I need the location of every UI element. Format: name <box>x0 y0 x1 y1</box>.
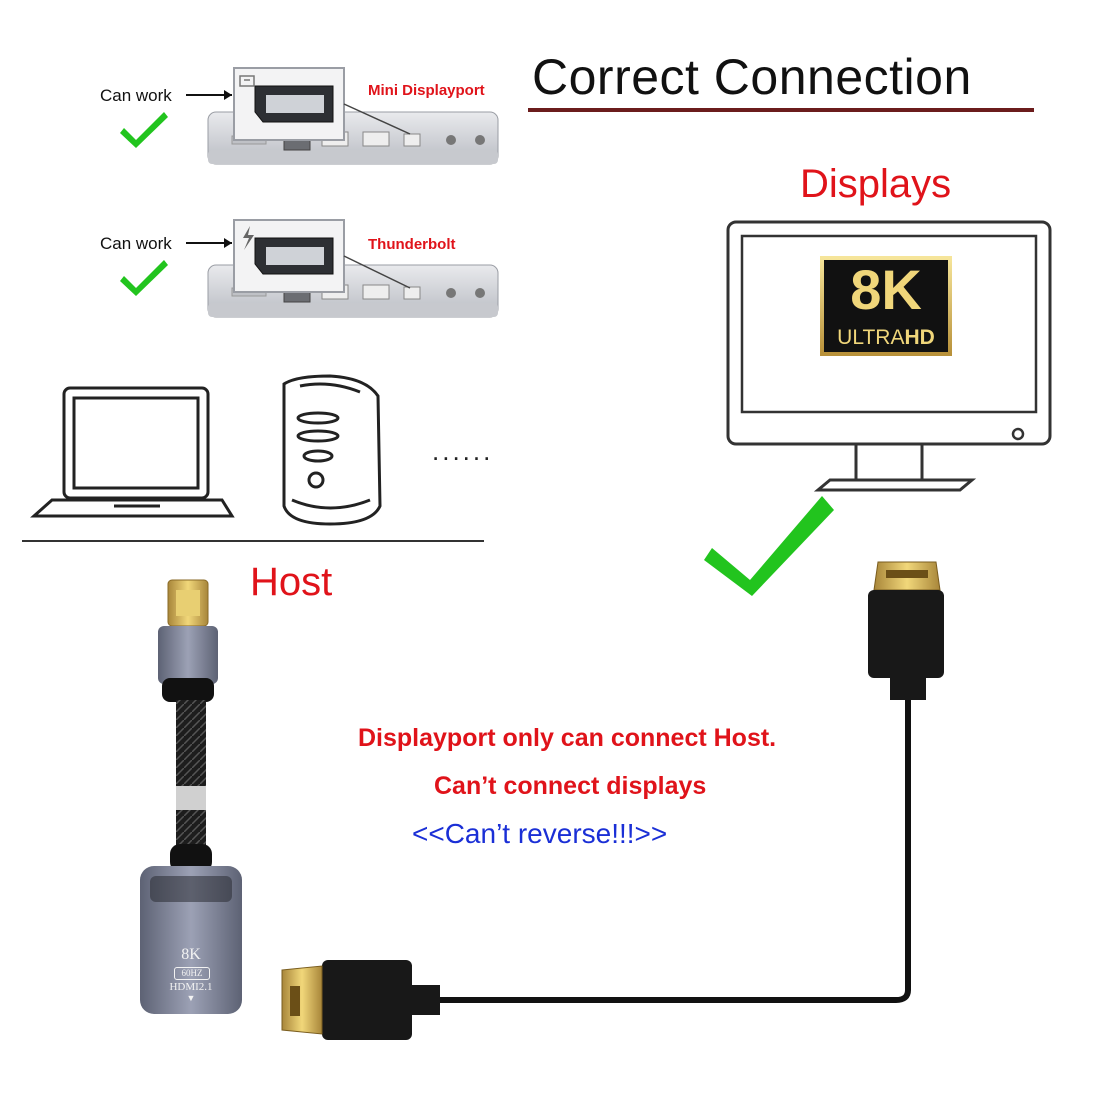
checkmark-icon <box>704 496 834 596</box>
laptop-icon <box>30 386 235 518</box>
checkmark-icon <box>120 260 168 296</box>
displays-label: Displays <box>800 162 952 206</box>
can-work-label-1: Can work <box>100 86 172 105</box>
more-hosts-ellipsis: ...... <box>432 436 494 466</box>
hdmi-cable <box>281 561 944 1040</box>
laptop-ports-mini-displayport <box>207 67 499 165</box>
adapter-8k-text: 8K <box>181 946 201 963</box>
port-label-thunderbolt: Thunderbolt <box>368 236 456 253</box>
checkmark-icon <box>120 112 168 148</box>
badge-8k-text: 8K <box>850 258 922 321</box>
8k-ultra-hd-badge <box>820 256 952 356</box>
can-work-label-2: Can work <box>100 234 172 253</box>
badge-hd-text: HD <box>904 326 935 349</box>
desktop-tower-icon <box>282 374 382 526</box>
adapter-60hz-text: 60HZ <box>174 967 210 980</box>
badge-ultra-text: ULTRA <box>837 326 905 349</box>
host-label: Host <box>250 560 333 604</box>
mini-displayport-icon <box>239 75 255 87</box>
thunderbolt-icon <box>243 226 254 250</box>
can-work-arrow-2 <box>186 238 232 248</box>
note-displayport-host: Displayport only can connect Host. <box>358 724 777 752</box>
can-work-arrow-1 <box>186 90 232 100</box>
warning-cant-reverse: <<Can’t reverse!!!>> <box>412 818 668 849</box>
page-title: Correct Connection <box>532 49 972 105</box>
title-underline <box>528 108 1034 112</box>
adapter-hdmi-text: HDMI2.1 <box>169 981 213 993</box>
port-label-mini-displayport: Mini Displayport <box>368 82 485 99</box>
note-cant-connect-displays: Can’t connect displays <box>434 772 707 800</box>
adapter-arrow: ▼ <box>186 993 196 1003</box>
laptop-ports-thunderbolt <box>207 219 499 318</box>
badge-ultra-hd: ULTRAHD <box>822 326 950 350</box>
mini-displayport-adapter <box>140 579 242 1014</box>
